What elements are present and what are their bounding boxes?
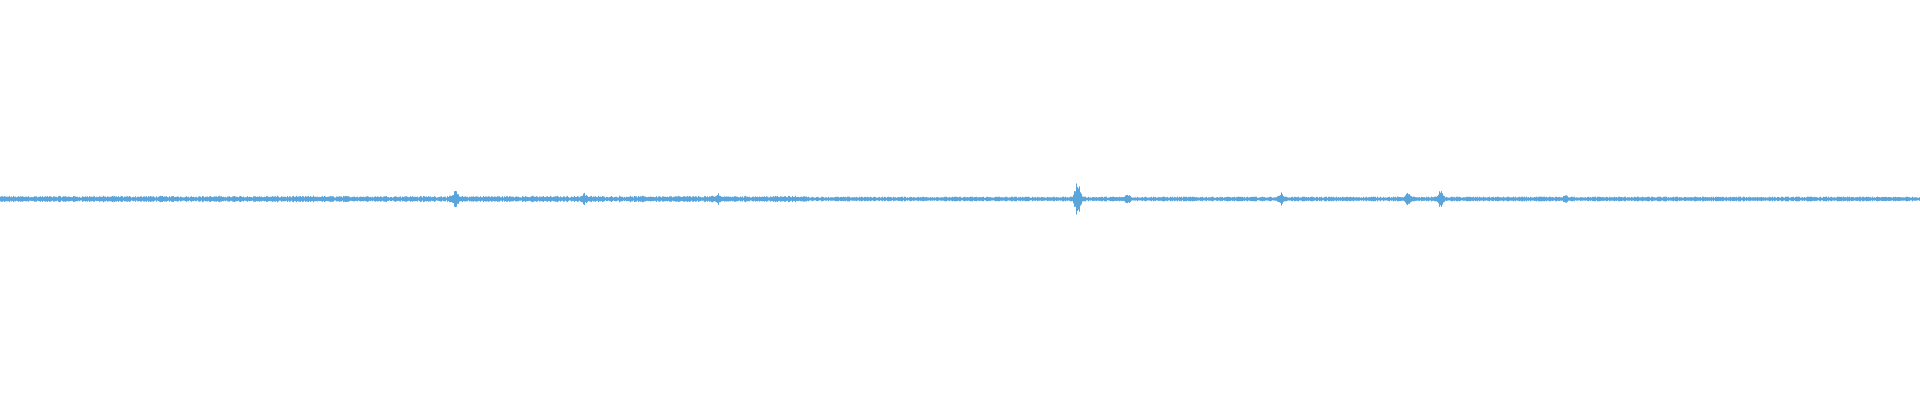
waveform-trace bbox=[0, 183, 1920, 215]
